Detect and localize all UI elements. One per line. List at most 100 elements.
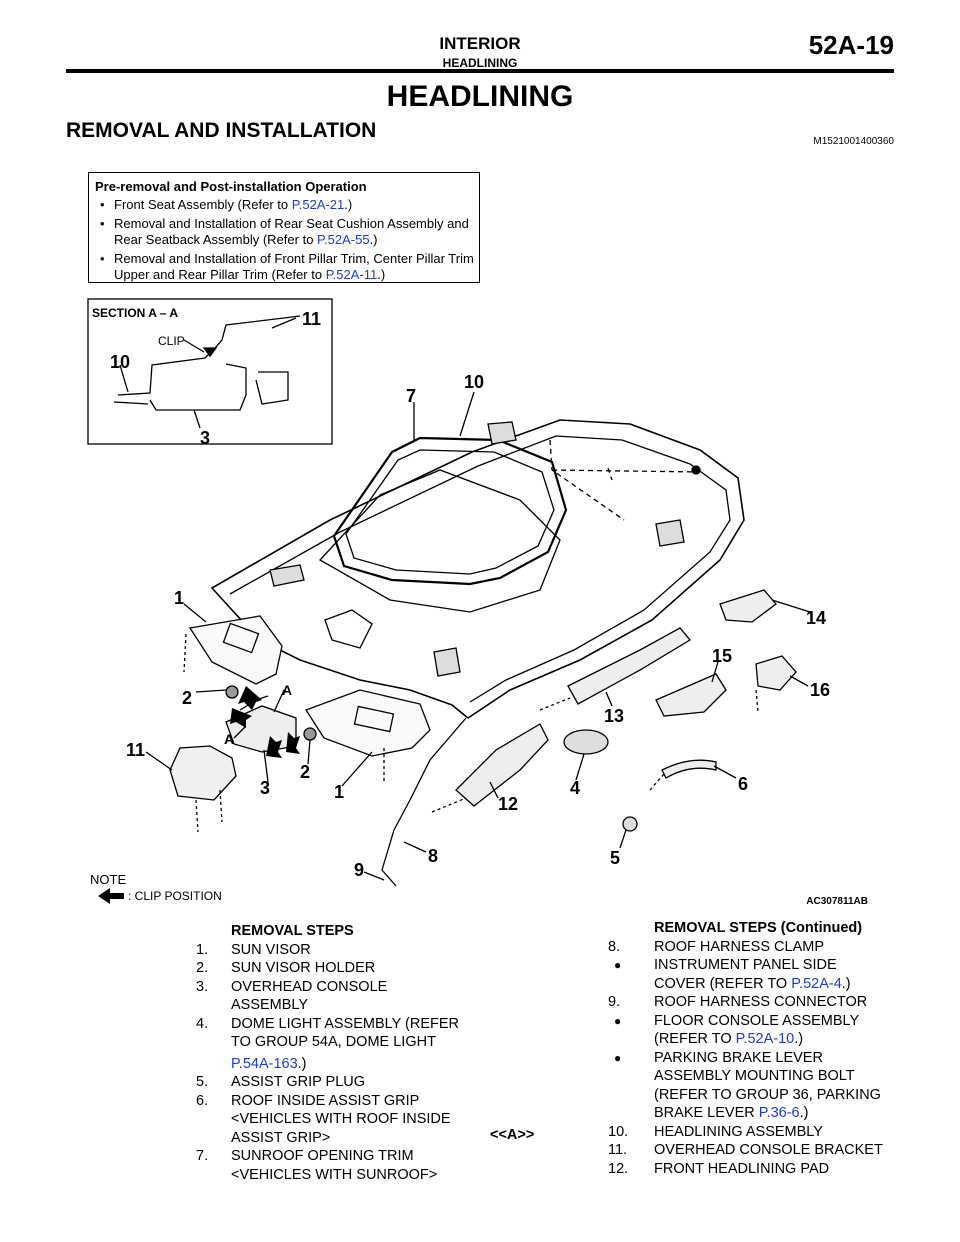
inset-leader [119, 364, 129, 393]
headlining-panel-outline [210, 419, 745, 719]
callout-leader [341, 751, 373, 787]
step-row: 11.OVERHEAD CONSOLE BRACKET [608, 1141, 908, 1160]
callout-1: 1 [174, 588, 184, 608]
clip-arrow-icon [230, 708, 252, 728]
step-text: HEADLINING ASSEMBLY [654, 1123, 823, 1140]
callout-leader [363, 871, 385, 881]
sunroof-opening-trim [332, 436, 568, 586]
callout-1: 1 [334, 782, 344, 802]
callout-leader [403, 841, 427, 853]
screw-dash [183, 633, 187, 673]
callout-leader [575, 753, 585, 781]
callout-3: 3 [260, 778, 270, 798]
step-row: 7.SUNROOF OPENING TRIM<VEHICLES WITH SUN… [196, 1147, 486, 1184]
sun-visor-mirror [222, 622, 260, 654]
pre-removal-item: Front Seat Assembly (Refer to P.52A-21.) [95, 197, 479, 213]
step-row: 2.SUN VISOR HOLDER [196, 959, 486, 978]
screw-dash [539, 697, 571, 711]
callout-leader [459, 391, 475, 437]
note-text: : CLIP POSITION [128, 889, 222, 903]
callout-leader [273, 689, 285, 713]
step-number: 11. [608, 1142, 628, 1158]
header-rule [66, 69, 894, 73]
overhead-console-bracket [169, 745, 237, 801]
step-row: ● INSTRUMENT PANEL SIDE COVER (REFER TO P.… [608, 956, 908, 993]
sun-visor-left [188, 615, 283, 685]
pre-removal-list: Front Seat Assembly (Refer to P.52A-21.)… [95, 197, 479, 283]
callout-2: 2 [300, 762, 310, 782]
removal-steps-left: REMOVAL STEPS 1.SUN VISOR 2.SUN VISOR HO… [196, 922, 486, 1184]
inset-callout-10: 10 [110, 352, 130, 372]
callout-leader [619, 829, 627, 849]
callout-6: 6 [738, 774, 748, 794]
bullet-icon: ● [614, 1050, 622, 1065]
inset-leader [193, 409, 201, 429]
headlining-bracket [269, 564, 305, 587]
screw-dash [755, 689, 759, 713]
callout-leader [145, 751, 173, 771]
page-reference-link[interactable]: P.36-6 [758, 1105, 800, 1121]
step-number: 8. [608, 938, 621, 955]
step-text: ROOF HARNESS CONNECTOR [654, 994, 868, 1010]
step-text: DOME LIGHT ASSEMBLY (REFER [231, 1015, 460, 1032]
sun-visor-right [305, 689, 431, 757]
step-text: <VEHICLES WITH ROOF INSIDE [231, 1111, 451, 1127]
clip-arrow-icon [266, 736, 282, 758]
removal-steps-heading: REMOVAL STEPS [231, 923, 354, 939]
sun-visor-holder [303, 727, 317, 741]
screw-dash [431, 797, 467, 813]
step-text-suffix: .) [794, 1031, 804, 1047]
sunroof-opening [318, 469, 561, 613]
callout-8: 8 [428, 846, 438, 866]
pre-removal-item-suffix: .) [377, 267, 386, 282]
step-row: ●FLOOR CONSOLE ASSEMBLY(REFER TO P.52A-1… [608, 1012, 908, 1049]
step-text: COVER (REFER TO [654, 975, 792, 992]
callout-leader [489, 781, 499, 799]
callout-leader [263, 749, 269, 783]
step-text: TO GROUP 54A, DOME LIGHT [231, 1034, 436, 1050]
pre-removal-box: Pre-removal and Post-installation Operat… [88, 172, 480, 283]
page-reference-link[interactable]: P.52A-10 [735, 1031, 795, 1047]
removal-steps-heading: REMOVAL STEPS (Continued) [654, 920, 863, 936]
screw-dash [649, 773, 665, 791]
bullet-icon: ● [614, 958, 622, 972]
step-text: (REFER TO [654, 1031, 736, 1047]
callout-15: 15 [712, 646, 732, 666]
console-opening [324, 609, 373, 649]
clip-arrow-icon [286, 732, 300, 754]
callout-leader [605, 691, 613, 707]
step-text: INSTRUMENT PANEL SIDE [654, 957, 837, 973]
section-marker-a: A [224, 731, 234, 747]
step-text: ROOF HARNESS CLAMP [654, 938, 824, 955]
callout-2: 2 [182, 688, 192, 708]
inset-console-line [255, 371, 289, 405]
callout-14: 14 [806, 608, 826, 628]
section-label: SECTION A – A [92, 306, 178, 320]
page-reference-link[interactable]: P.52A-55 [317, 232, 370, 247]
sun-visor-holder [225, 685, 239, 699]
clip-dashed-lines [549, 439, 701, 521]
inset-callout-3: 3 [200, 428, 210, 448]
callout-leader [713, 765, 737, 779]
rear-headlining-pad [567, 627, 691, 705]
step-number: 1. [196, 941, 209, 958]
clip-arrow-icon [98, 888, 124, 904]
step-number: 10. [608, 1123, 629, 1140]
page-reference-link[interactable]: P.52A-11 [325, 267, 378, 282]
pre-removal-item-suffix: .) [369, 232, 378, 247]
callout-9: 9 [354, 860, 364, 880]
callout-leader [195, 689, 227, 693]
step-text: (REFER TO GROUP 36, PARKING [654, 1086, 881, 1103]
inset-callout-11: 11 [302, 309, 321, 329]
step-number: 9. [608, 994, 621, 1010]
page-reference-link[interactable]: P.54A-163 [231, 1055, 298, 1072]
step-marker: <<A>> [490, 1127, 535, 1143]
front-headlining-pad [455, 723, 549, 807]
page-reference-link[interactable]: P.52A-4 [791, 975, 842, 992]
step-text: BRAKE LEVER [654, 1105, 759, 1121]
sun-visor-mirror [353, 705, 395, 733]
page-reference-link[interactable]: P.52A-21 [291, 197, 345, 212]
roof-inside-assist-grip [661, 759, 717, 779]
